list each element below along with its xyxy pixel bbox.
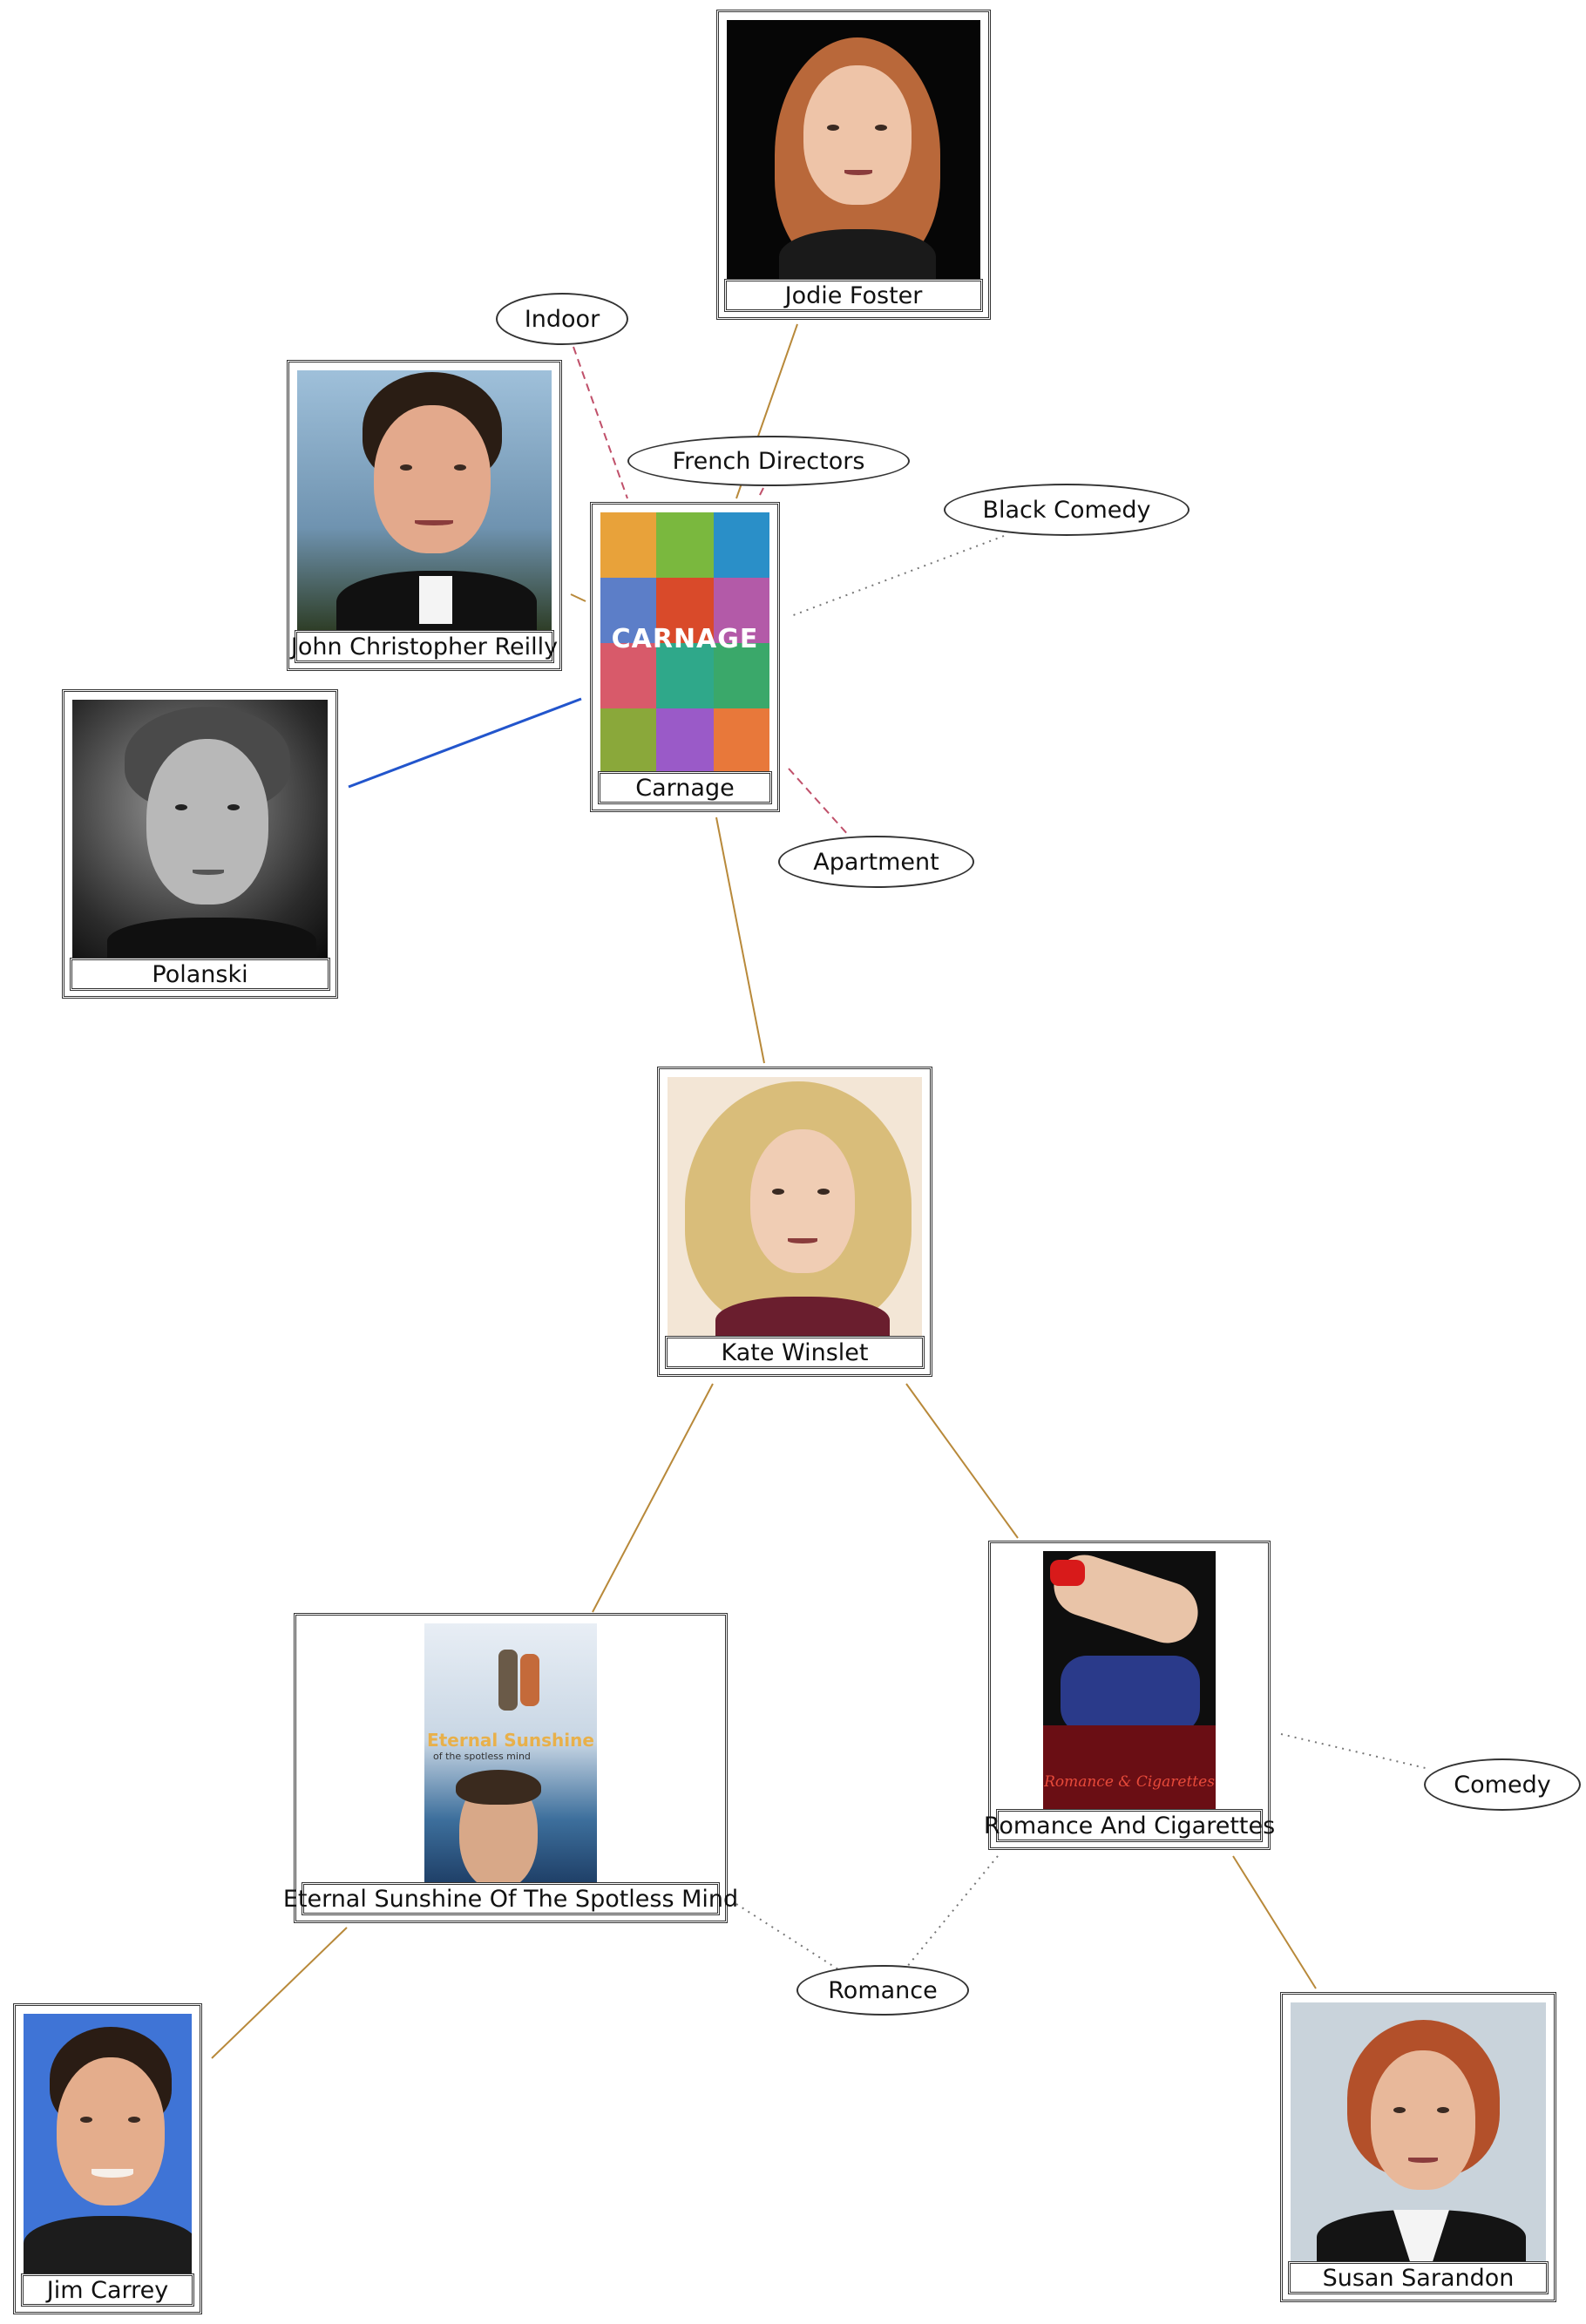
person-node-susan-sarandon[interactable]: Susan Sarandon xyxy=(1280,1992,1556,2302)
kate-winslet-photo xyxy=(668,1077,922,1338)
eternal-sunshine-poster-title: Eternal Sunshine xyxy=(427,1730,594,1751)
susan-sarandon-photo xyxy=(1291,2002,1546,2264)
polanski-label: Polanski xyxy=(70,958,330,991)
jodie-foster-label: Jodie Foster xyxy=(724,279,983,312)
romance-and-cigarettes-label: Romance And Cigarettes xyxy=(984,1809,1275,1842)
tag-romance[interactable]: Romance xyxy=(796,1965,969,2016)
edge-eternal-jim xyxy=(211,1927,348,2059)
tag-french-directors[interactable]: French Directors xyxy=(627,436,910,486)
tag-apartment[interactable]: Apartment xyxy=(778,836,974,888)
carnage-poster: CARNAGE xyxy=(600,512,769,774)
tag-indoor[interactable]: Indoor xyxy=(496,293,628,345)
romance-and-cigarettes-poster-title: Romance & Cigarettes xyxy=(1044,1773,1215,1791)
susan-sarandon-label: Susan Sarandon xyxy=(1288,2261,1549,2294)
movie-node-romance-and-cigarettes[interactable]: Romance & Cigarettes Romance And Cigaret… xyxy=(984,1541,1275,1850)
tag-black-comedy[interactable]: Black Comedy xyxy=(944,484,1190,536)
edge-french-directors-carnage xyxy=(757,487,764,499)
carnage-poster-title: CARNAGE xyxy=(611,624,759,654)
movie-node-carnage[interactable]: CARNAGE Carnage xyxy=(590,502,780,812)
edge-apartment-carnage xyxy=(788,768,851,837)
edge-carnage-kate xyxy=(715,816,765,1064)
polanski-photo xyxy=(72,700,328,960)
jim-carrey-label: Jim Carrey xyxy=(21,2273,194,2307)
edge-kate-romance-cig xyxy=(905,1383,1019,1539)
person-node-jim-carrey[interactable]: Jim Carrey xyxy=(13,2003,202,2314)
person-node-john-christopher-reilly[interactable]: John Christopher Reilly xyxy=(287,360,562,671)
person-node-jodie-foster[interactable]: Jodie Foster xyxy=(716,10,991,320)
kate-winslet-label: Kate Winslet xyxy=(665,1336,925,1369)
edge-romance-cig-romance xyxy=(905,1855,999,1968)
carnage-label: Carnage xyxy=(598,771,772,804)
edge-polanski-carnage xyxy=(348,697,582,789)
john-christopher-reilly-label: John Christopher Reilly xyxy=(291,630,558,663)
person-node-kate-winslet[interactable]: Kate Winslet xyxy=(657,1067,932,1377)
edge-kate-eternal xyxy=(592,1383,714,1613)
eternal-sunshine-label: Eternal Sunshine Of The Spotless Mind xyxy=(283,1882,738,1915)
eternal-sunshine-poster: Eternal Sunshine of the spotless mind xyxy=(424,1623,597,1885)
edge-reilly-carnage xyxy=(570,593,586,602)
person-node-polanski[interactable]: Polanski xyxy=(62,689,338,999)
tag-comedy[interactable]: Comedy xyxy=(1424,1758,1581,1811)
romance-and-cigarettes-poster: Romance & Cigarettes xyxy=(1043,1551,1216,1812)
edge-indoor-carnage xyxy=(573,346,628,499)
jodie-foster-photo xyxy=(727,20,980,281)
movie-node-eternal-sunshine[interactable]: Eternal Sunshine of the spotless mind Et… xyxy=(283,1613,738,1923)
edge-romance-cig-comedy xyxy=(1280,1733,1430,1770)
john-christopher-reilly-photo xyxy=(297,370,552,633)
edge-black-comedy-carnage xyxy=(788,535,1005,618)
jim-carrey-photo xyxy=(24,2014,192,2276)
edge-eternal-romance xyxy=(735,1903,842,1972)
eternal-sunshine-poster-subtitle: of the spotless mind xyxy=(433,1751,531,1762)
edge-romance-cig-susan xyxy=(1232,1855,1317,1989)
